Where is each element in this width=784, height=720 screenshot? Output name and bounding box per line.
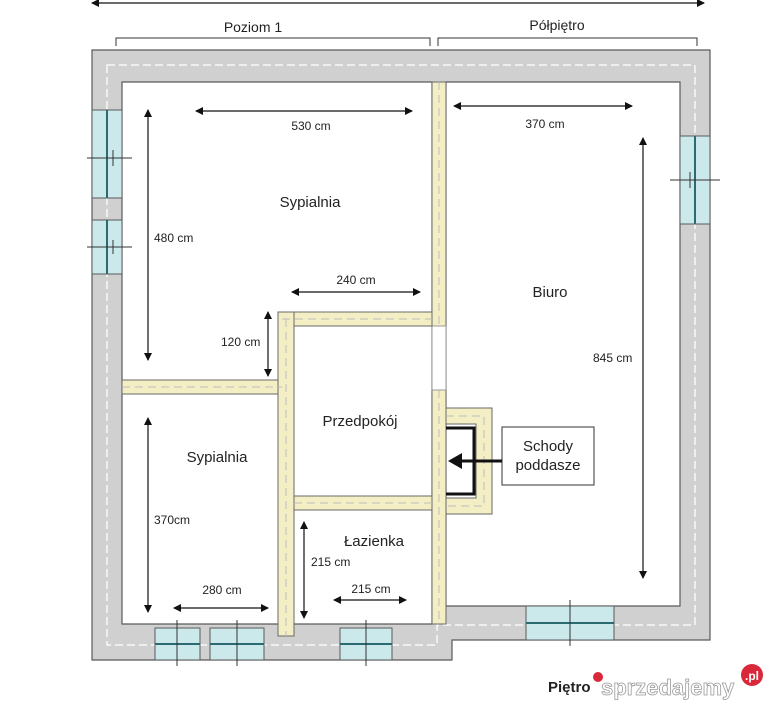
window-bottom-right[interactable] (525, 600, 615, 646)
watermark-logo: sprzedajemy .pl (593, 664, 763, 700)
window-left-bottom[interactable] (87, 219, 132, 275)
dim-bedroom-bottom-width: 280 cm (202, 583, 241, 597)
watermark-badge: .pl (745, 669, 759, 683)
wall-centerline (106, 64, 696, 646)
floor-title: Piętro (548, 679, 591, 696)
room-label-bedroom-bottom: Sypialnia (187, 449, 249, 466)
window-bottom-1[interactable] (154, 620, 201, 666)
dim-bedroom-top-width: 530 cm (291, 119, 330, 133)
dim-bedroom-top-notch-width: 240 cm (336, 273, 375, 287)
window-right[interactable] (670, 135, 720, 225)
stairs-callout: Schody poddasze (501, 426, 595, 486)
section-label-mezzanine: Półpiętro (529, 17, 584, 33)
window-bottom-3[interactable] (339, 620, 393, 666)
dimension-arrows (144, 102, 647, 619)
dim-office-width: 370 cm (525, 117, 564, 131)
section-bracket-mezzanine (437, 37, 698, 46)
window-left-top[interactable] (87, 109, 132, 199)
stairs-arrow (448, 453, 502, 469)
dim-bedroom-top-height: 480 cm (154, 231, 193, 245)
partition-walls (121, 81, 493, 637)
dim-office-height: 845 cm (593, 351, 632, 365)
section-bracket-level1 (115, 37, 431, 46)
room-label-bathroom: Łazienka (344, 533, 405, 550)
stairs-label-line1: Schody (523, 438, 574, 455)
partition-centerlines (122, 82, 485, 636)
room-label-hall: Przedpokój (322, 413, 397, 430)
watermark-text: sprzedajemy (601, 675, 735, 700)
dim-bedroom-bottom-height: 370cm (154, 513, 190, 527)
section-label-level1: Poziom 1 (224, 19, 283, 35)
window-bottom-2[interactable] (209, 620, 265, 666)
dim-bedroom-top-notch-height: 120 cm (221, 335, 260, 349)
dim-bathroom-height: 215 cm (311, 555, 350, 569)
stairs-label-line2: poddasze (515, 457, 580, 474)
room-label-office: Biuro (532, 284, 567, 301)
dim-bathroom-width: 215 cm (351, 582, 390, 596)
room-label-bedroom-top: Sypialnia (280, 194, 342, 211)
